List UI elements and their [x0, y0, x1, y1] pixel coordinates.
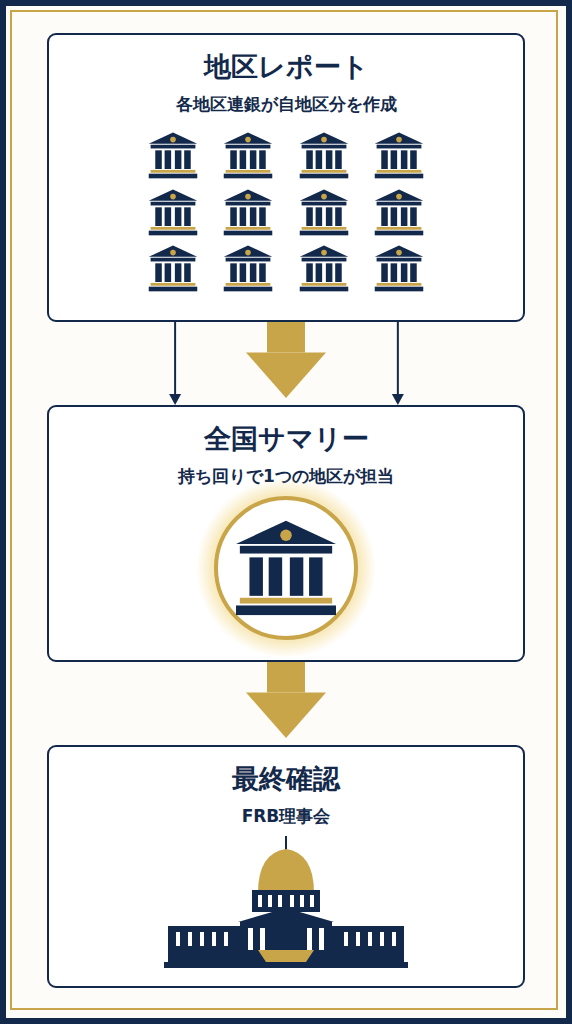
arrow-part	[246, 692, 326, 738]
process-box: 最終確認 FRB理事会	[47, 745, 525, 988]
flow-arrow	[246, 662, 326, 738]
box-heading: 最終確認	[49, 761, 523, 796]
arrow-line	[397, 322, 399, 394]
box-heading: 地区レポート	[49, 49, 523, 84]
arrow-part	[392, 394, 404, 405]
box-subheading: 持ち回りで1つの地区が担当	[49, 465, 523, 487]
arrow-part	[267, 662, 305, 692]
box-subheading: 各地区連銀が自地区分を作成	[49, 93, 523, 115]
arrow-part	[169, 394, 181, 405]
process-box: 全国サマリー持ち回りで1つの地区が担当	[47, 405, 525, 662]
box-subheading: FRB理事会	[49, 805, 523, 827]
arrow-part	[246, 352, 326, 398]
process-box: 地区レポート各地区連銀が自地区分を作成	[47, 33, 525, 322]
box-heading: 全国サマリー	[49, 421, 523, 456]
flow-arrow	[246, 322, 326, 398]
arrow-part	[267, 322, 305, 352]
connector-arrow	[169, 322, 181, 405]
arrow-line	[174, 322, 176, 394]
connector-arrow	[392, 322, 404, 405]
